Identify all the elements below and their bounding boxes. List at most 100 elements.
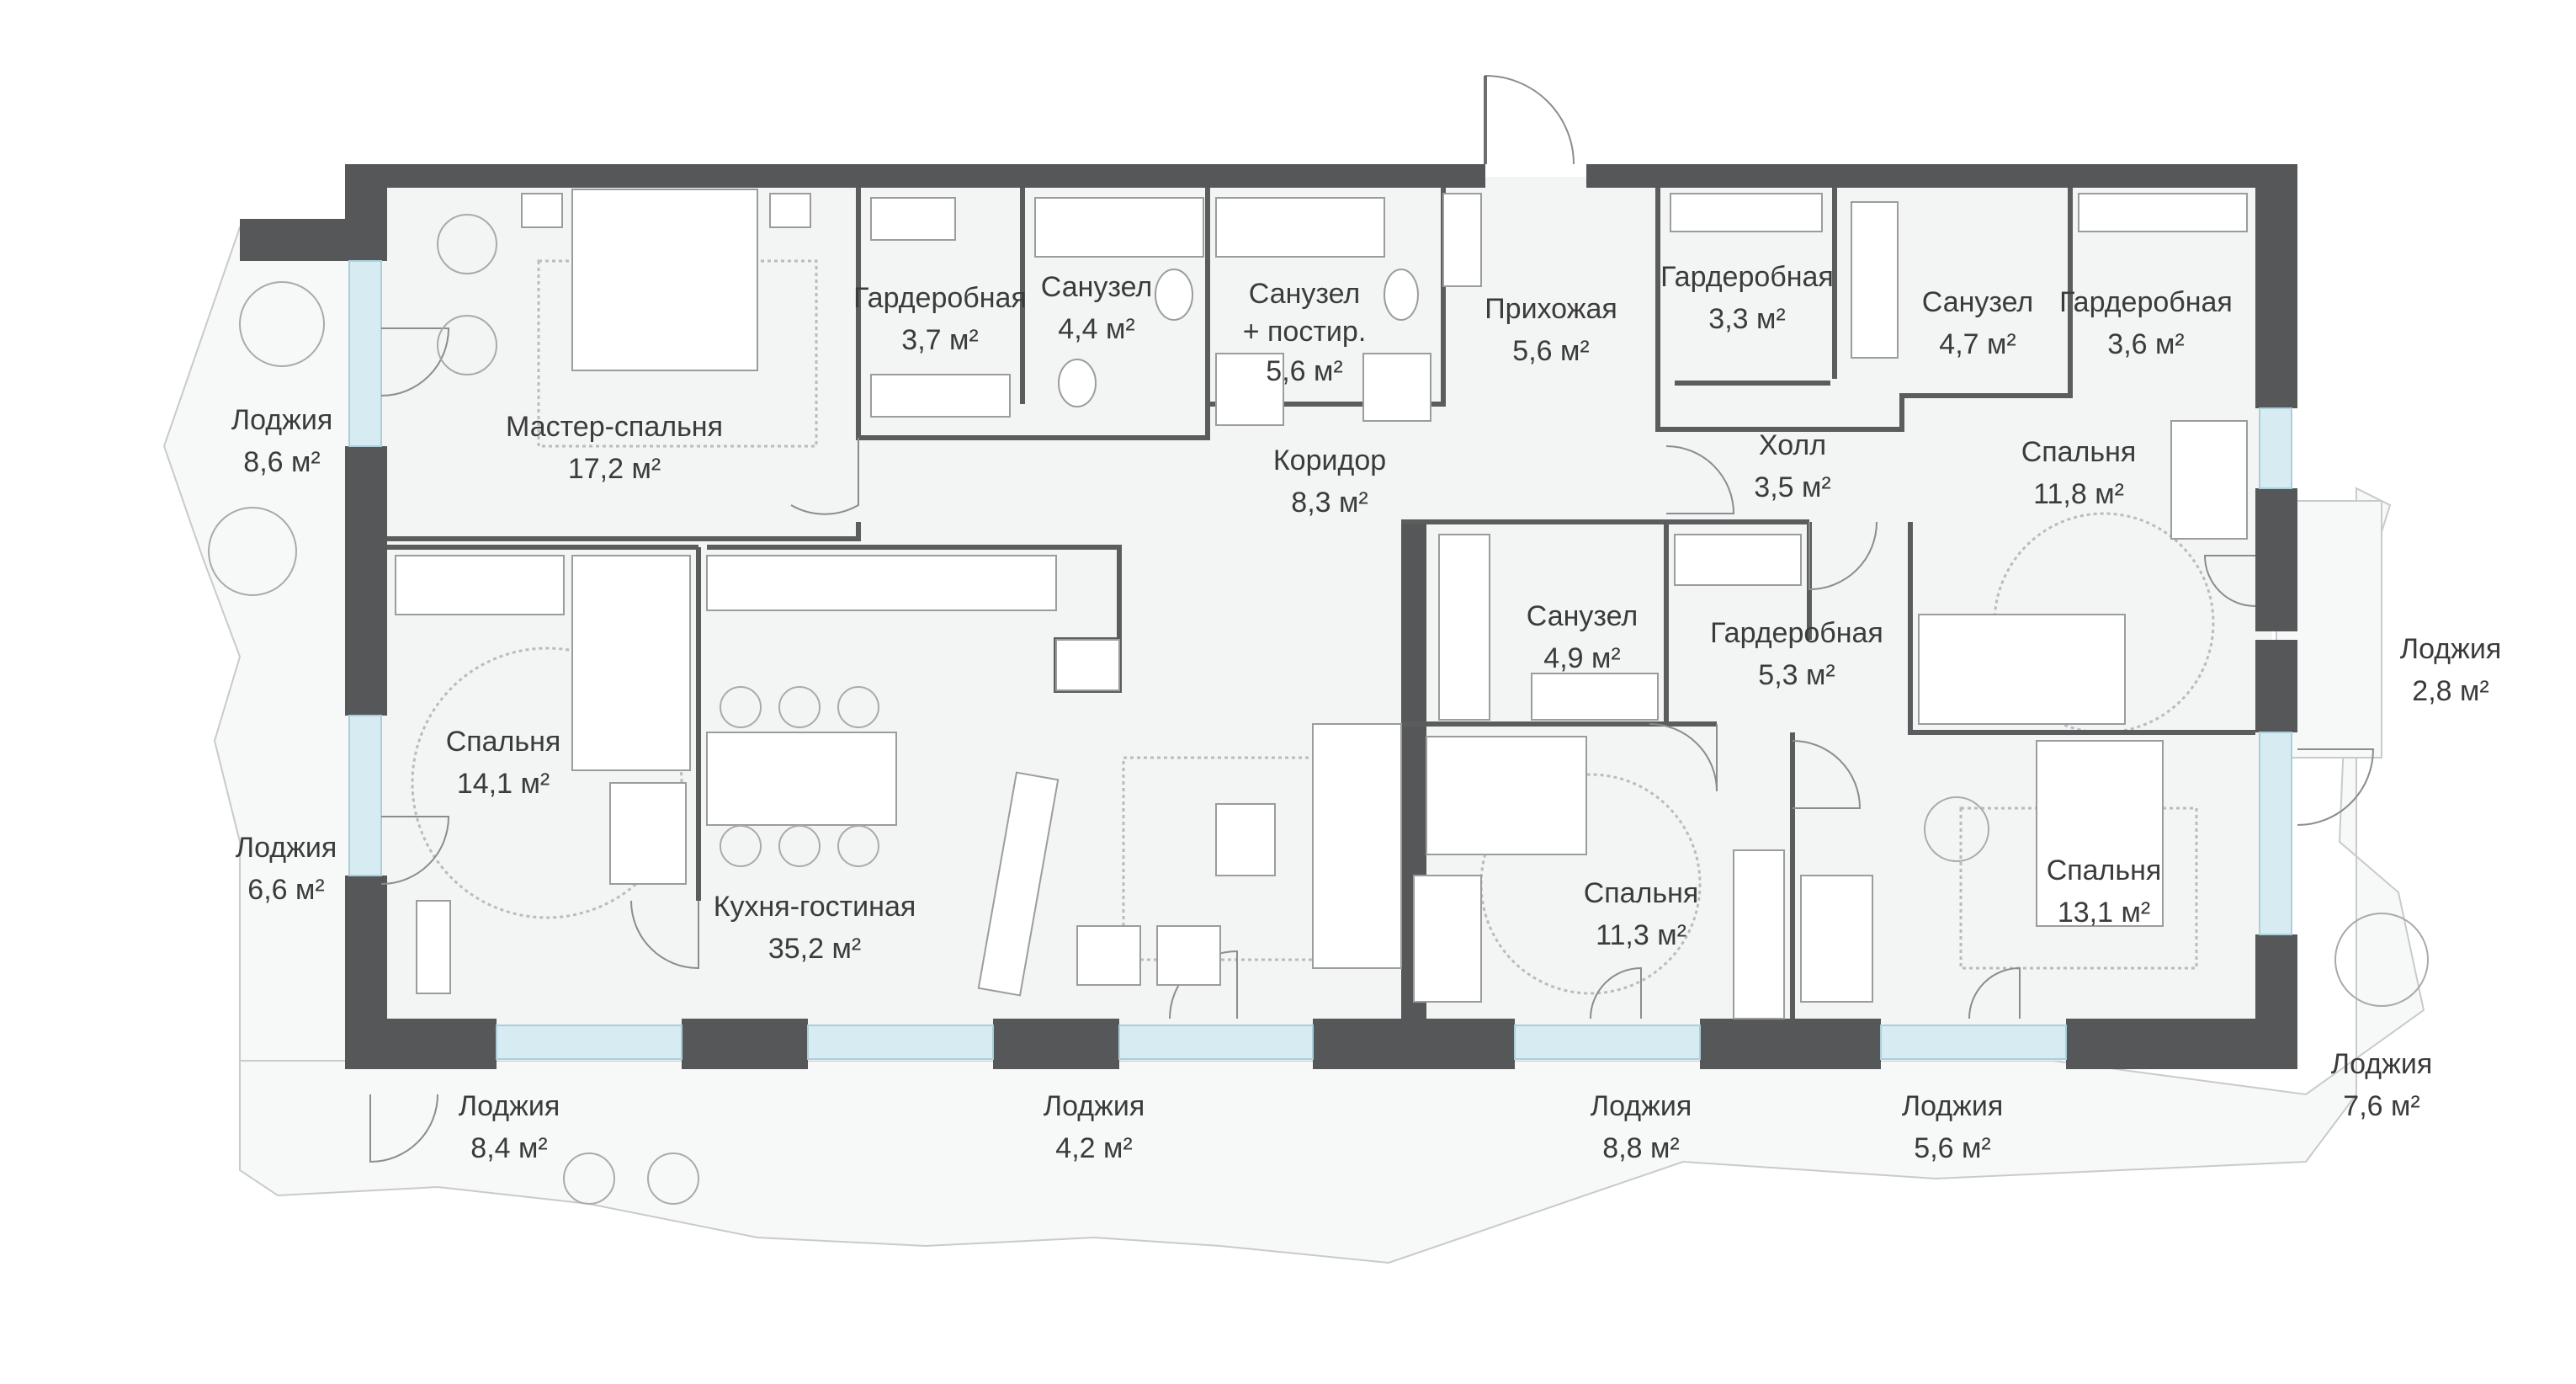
loggia-west-outline [162,226,363,1062]
loggia-area-s2: 4,2 м² [1055,1132,1132,1164]
window-south-5 [1880,1025,2067,1060]
loggia-area-s1: 8,4 м² [470,1132,547,1164]
dining-chair-1 [720,686,762,728]
room-area-bath3: 4,7 м² [1939,328,2016,360]
bathtub-3 [1851,201,1899,359]
loggia-area-s3: 8,8 м² [1602,1132,1679,1164]
loggia-area-s4: 5,6 м² [1914,1132,1990,1164]
wall-east-4 [2255,934,2297,1069]
loggia-stool-1 [563,1152,615,1205]
door-master [790,438,859,515]
wall-south-4 [1313,1019,1515,1069]
room-area-corridor: 8,3 м² [1291,487,1368,519]
wardrobe2-rail [1670,193,1823,232]
shelf-w [416,900,451,994]
loggia-area-e-top: 2,8 м² [2412,675,2488,707]
master-bed [571,189,758,371]
bathtub-1 [1034,197,1204,258]
loggia-chair-w1 [239,281,325,367]
room-area-wardrobe2: 3,3 м² [1708,303,1785,335]
window-south-2 [807,1025,994,1060]
window-south-3 [1118,1025,1314,1060]
door-loggia-w1 [380,327,450,397]
door-holl [1665,445,1735,514]
master-chair-2 [437,315,497,375]
wardrobe3-rail [2078,193,2248,232]
room-name-bedroom-ne: Спальня [2021,436,2137,468]
loggia-name-s3: Лоджия [1591,1090,1692,1122]
room-name-kitchen: Кухня-гостиная [714,891,916,923]
loggia-name-e-top: Лоджия [2400,633,2501,665]
entry-door[interactable] [1484,74,1575,165]
wall-south-1 [345,1019,497,1069]
room-labels: Мастер-спальня 17,2 м² Гардеробная 3,7 м… [446,261,2233,965]
desk-e [1800,875,1873,1003]
dining-chair-5 [778,825,821,867]
bed-e [2036,740,2164,927]
washer-2 [1362,353,1431,422]
wall-south-2 [682,1019,808,1069]
wardrobe1-rail [870,197,956,241]
sofa [1312,723,1402,969]
wardrobe1-rail-2 [870,374,1011,418]
loggia-area-w-mid: 6,6 м² [247,874,324,906]
window-west-1 [348,260,382,447]
window-south-1 [496,1025,683,1060]
dining-chair-3 [837,686,879,728]
wall-east-1 [2255,164,2297,408]
bathtub-4 [1438,534,1490,721]
loggia-labels: Лоджия 8,6 м² Лоджия 6,6 м² Лоджия 8,4 м… [231,404,2501,1164]
bed-ne [1918,614,2126,725]
wall-north-west [345,164,1485,188]
desk-w [609,782,687,885]
loggia-chair-w2 [208,507,297,596]
room-name-bath1: Санузел [1041,271,1152,303]
wall-south-6 [2066,1019,2276,1069]
kitchen-counter [706,555,1057,611]
room-area-master: 17,2 м² [568,453,661,485]
room-area-bedroom-e: 13,1 м² [2058,897,2150,929]
loggia-name-s2: Лоджия [1044,1090,1145,1122]
room-name-bedroom-w: Спальня [446,726,561,758]
bathtub-2 [1215,197,1385,258]
loggia-area-w-top: 8,6 м² [243,446,320,478]
dining-table [706,732,897,826]
wall-west-1 [345,446,387,716]
wall-east-2 [2255,488,2297,631]
windows [348,260,2292,1060]
room-area-bedroom-ne: 11,8 м² [2033,478,2124,510]
master-chair-1 [437,214,497,274]
window-west-2 [348,715,382,876]
bed-c [1426,736,1587,855]
partition-bedroom-ne [1908,522,2255,735]
kitchen-island-unit [1055,639,1120,691]
door-bedroom-e [1792,740,1862,809]
shower-2 [1215,353,1284,426]
entry-wardrobe [1442,193,1482,287]
door-loggia-e2 [2297,748,2375,826]
door-loggia-s3 [1590,966,1642,1019]
room-area-bath2: 5,6 м² [1266,355,1342,387]
loggia-stool-2 [647,1152,699,1205]
door-loggia-s4 [1968,966,2021,1019]
room-area-bedroom-w: 14,1 м² [457,768,550,800]
room-area-wardrobe4: 5,3 м² [1758,659,1835,691]
loggia-name-w-mid: Лоджия [236,832,337,864]
coffee-table [1215,803,1276,876]
room-name-wardrobe3: Гардеробная [2059,286,2233,318]
loggia-name-w-top: Лоджия [231,404,332,436]
wardrobe-w [395,555,565,615]
room-name-wardrobe2: Гардеробная [1660,261,1834,293]
door-wardrobe4 [1809,521,1878,591]
room-name-bath3: Санузел [1922,286,2033,318]
window-east-1 [2259,407,2292,489]
door-bedroom-c [1649,723,1718,792]
room-name-bath4: Санузел [1527,600,1638,632]
room-name-wardrobe1: Гардеробная [853,282,1027,314]
partition-holl-top [1655,188,2073,432]
wall-south-3 [993,1019,1119,1069]
wardrobe4-rail [1674,534,1802,586]
furniture [208,189,2429,1205]
desk-c [1413,875,1482,1003]
room-area-bath1: 4,4 м² [1058,313,1134,345]
